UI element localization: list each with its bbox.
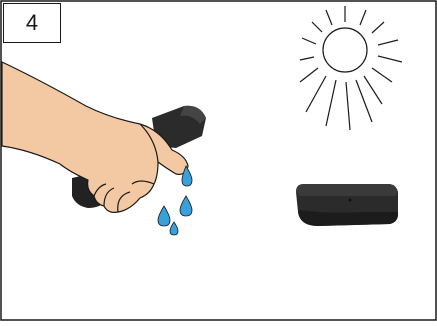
sponge-icon: [296, 184, 398, 226]
step-number: 4: [26, 10, 38, 36]
step-number-badge: 4: [3, 3, 61, 43]
